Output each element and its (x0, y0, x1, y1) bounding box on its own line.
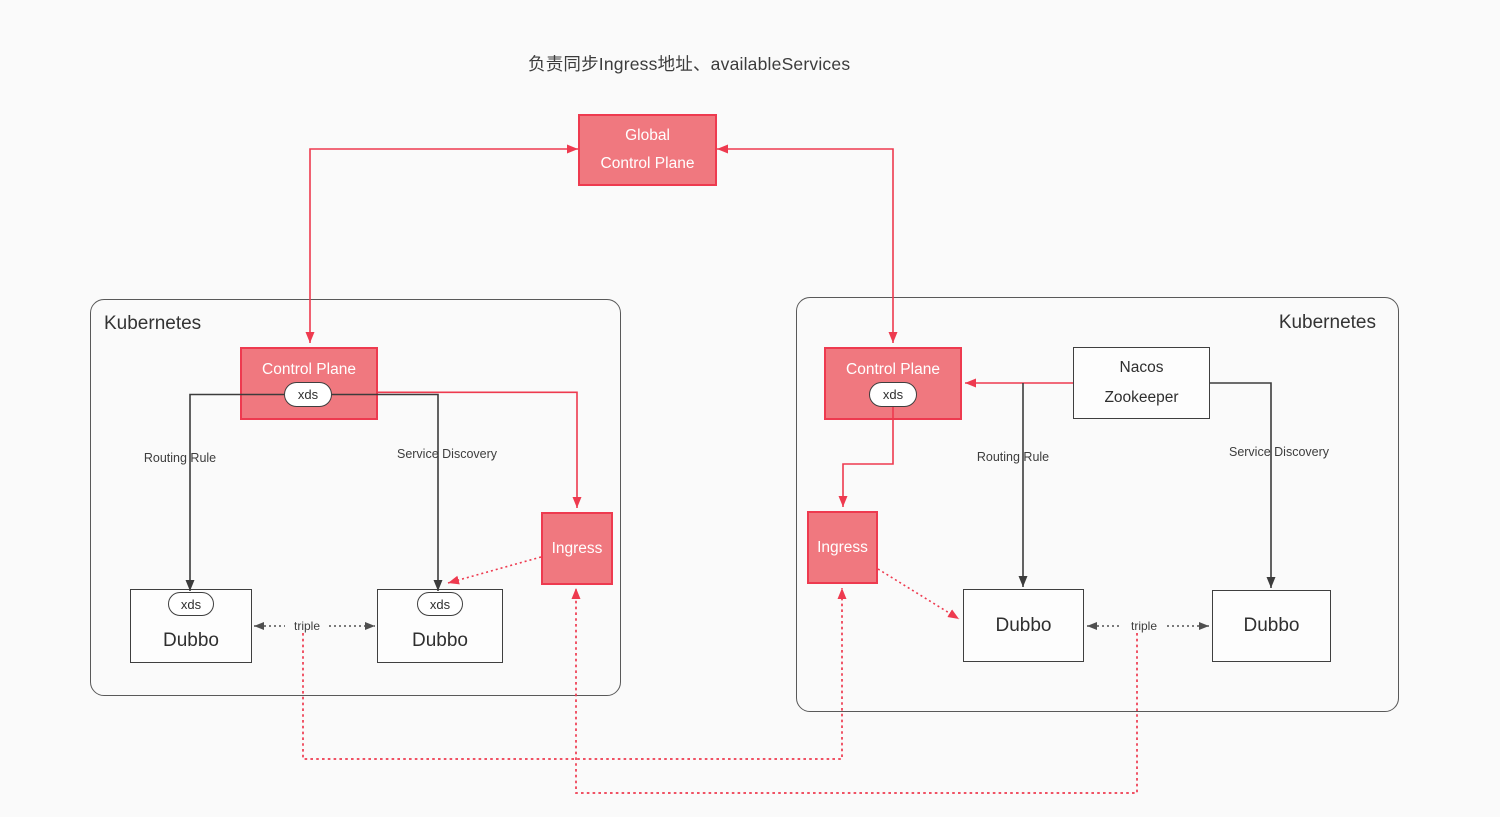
dubbo-node-right-b: Dubbo (1212, 590, 1331, 662)
dubbo-label: Dubbo (995, 614, 1052, 636)
control-plane-label-left: Control Plane (262, 361, 356, 378)
dubbo-label: Dubbo (1243, 615, 1300, 636)
diagram-title: 负责同步Ingress地址、availableServices (528, 54, 851, 74)
edge-label-triple-right: triple (1122, 619, 1166, 633)
ingress-label-right: Ingress (817, 538, 868, 556)
global-control-plane-node: Global Control Plane (578, 114, 717, 186)
edge-label-service-discovery-right: Service Discovery (1228, 445, 1330, 459)
ingress-label-left: Ingress (551, 539, 603, 557)
edge-label-service-discovery-left: Service Discovery (396, 447, 498, 461)
edge-label-routing-rule-right: Routing Rule (976, 450, 1050, 464)
xds-badge-right-cp: xds (869, 382, 917, 407)
nacos-zookeeper-node: Nacos Zookeeper (1073, 347, 1210, 419)
nacos-label: Nacos (1119, 359, 1164, 376)
edge-label-triple-left: triple (285, 619, 329, 633)
xds-badge-left-cp: xds (284, 382, 332, 407)
edge-label-routing-rule-left: Routing Rule (143, 451, 217, 465)
ingress-node-right: Ingress (807, 511, 878, 584)
zookeeper-label: Zookeeper (1104, 389, 1179, 406)
dubbo-label: Dubbo (412, 630, 468, 651)
cluster-label-left: Kubernetes (104, 313, 202, 334)
global-control-plane-line1: Global (625, 127, 670, 144)
xds-badge-dubbo-a: xds (168, 592, 214, 616)
xds-badge-dubbo-b: xds (417, 592, 463, 616)
control-plane-label-right: Control Plane (846, 361, 940, 378)
ingress-node-left: Ingress (541, 512, 613, 585)
global-control-plane-line2: Control Plane (600, 155, 695, 172)
cluster-label-right: Kubernetes (1278, 312, 1376, 333)
dubbo-label: Dubbo (163, 630, 219, 651)
dubbo-node-left-a: Dubbo (130, 589, 252, 663)
dubbo-node-right-a: Dubbo (963, 589, 1084, 662)
